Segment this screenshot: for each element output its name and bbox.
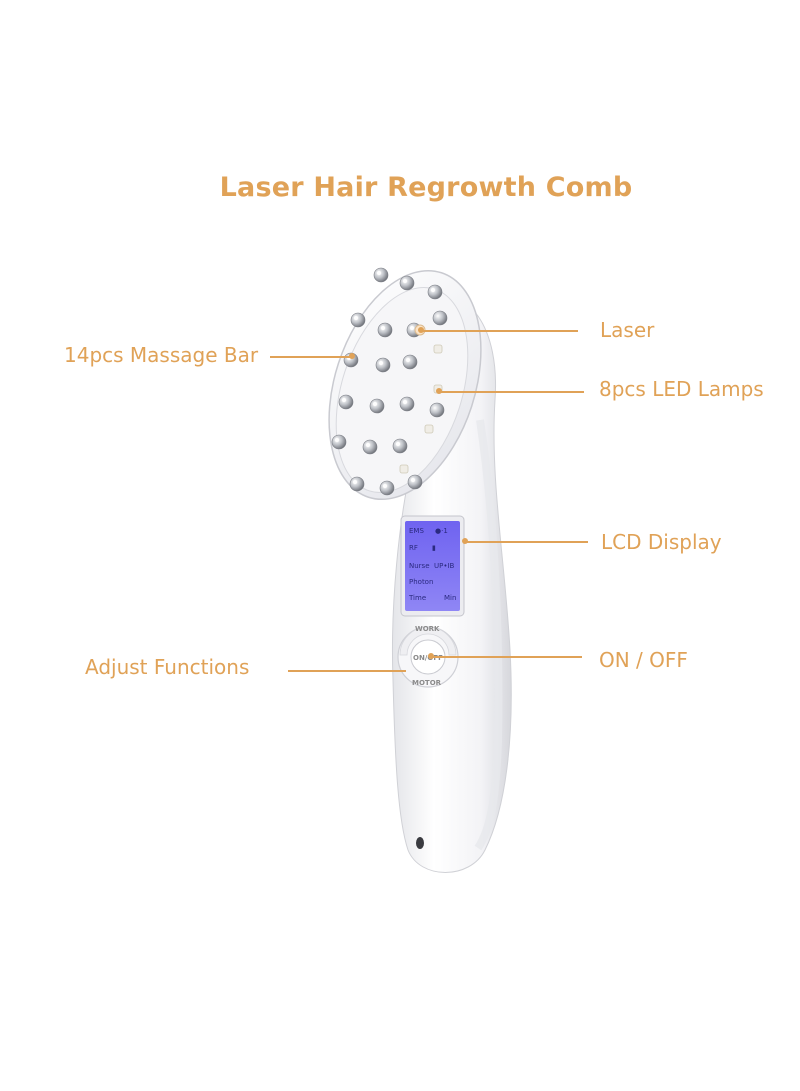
lcd-line3-left: Nurse	[409, 562, 430, 570]
callout-dot-led	[436, 388, 442, 394]
callout-dot-massage	[349, 353, 355, 359]
callout-line-lcd	[466, 541, 588, 543]
callout-line-onoff	[432, 656, 582, 658]
lcd-line1-left: EMS	[409, 527, 424, 535]
callout-dot-laser	[418, 327, 424, 333]
lcd-line5-left: Time	[408, 594, 426, 602]
lcd-line5-right: Min	[444, 594, 456, 602]
lcd-line3-right: UP•IB	[434, 562, 455, 570]
lcd-line2-right: ▮	[432, 544, 436, 552]
lcd-line1-right: ●·1	[435, 527, 448, 535]
callout-line-massage	[270, 356, 352, 358]
label-massage-bar: 14pcs Massage Bar	[64, 343, 259, 367]
lcd-screen	[405, 521, 460, 611]
adjust-functions-button[interactable]	[399, 626, 457, 656]
label-led-lamps: 8pcs LED Lamps	[599, 377, 764, 401]
lcd-line4-left: Photon	[409, 578, 433, 586]
callout-line-adjust	[288, 670, 406, 672]
label-lcd-display: LCD Display	[601, 530, 722, 554]
massage-bars	[331, 267, 448, 496]
diagram-title: Laser Hair Regrowth Comb	[219, 172, 633, 203]
charge-port	[416, 837, 424, 849]
callout-line-led	[441, 391, 584, 393]
label-laser: Laser	[600, 318, 655, 342]
led-lamps	[399, 344, 443, 474]
button-top-label: WORK	[415, 625, 440, 633]
label-adjust-functions: Adjust Functions	[85, 655, 250, 679]
callout-dot-lcd	[462, 538, 468, 544]
lcd-line2-left: RF	[409, 544, 418, 552]
callout-line-laser	[423, 330, 578, 332]
label-on-off: ON / OFF	[599, 648, 688, 672]
callout-dot-onoff	[428, 653, 434, 659]
button-bottom-label: MOTOR	[412, 679, 442, 687]
